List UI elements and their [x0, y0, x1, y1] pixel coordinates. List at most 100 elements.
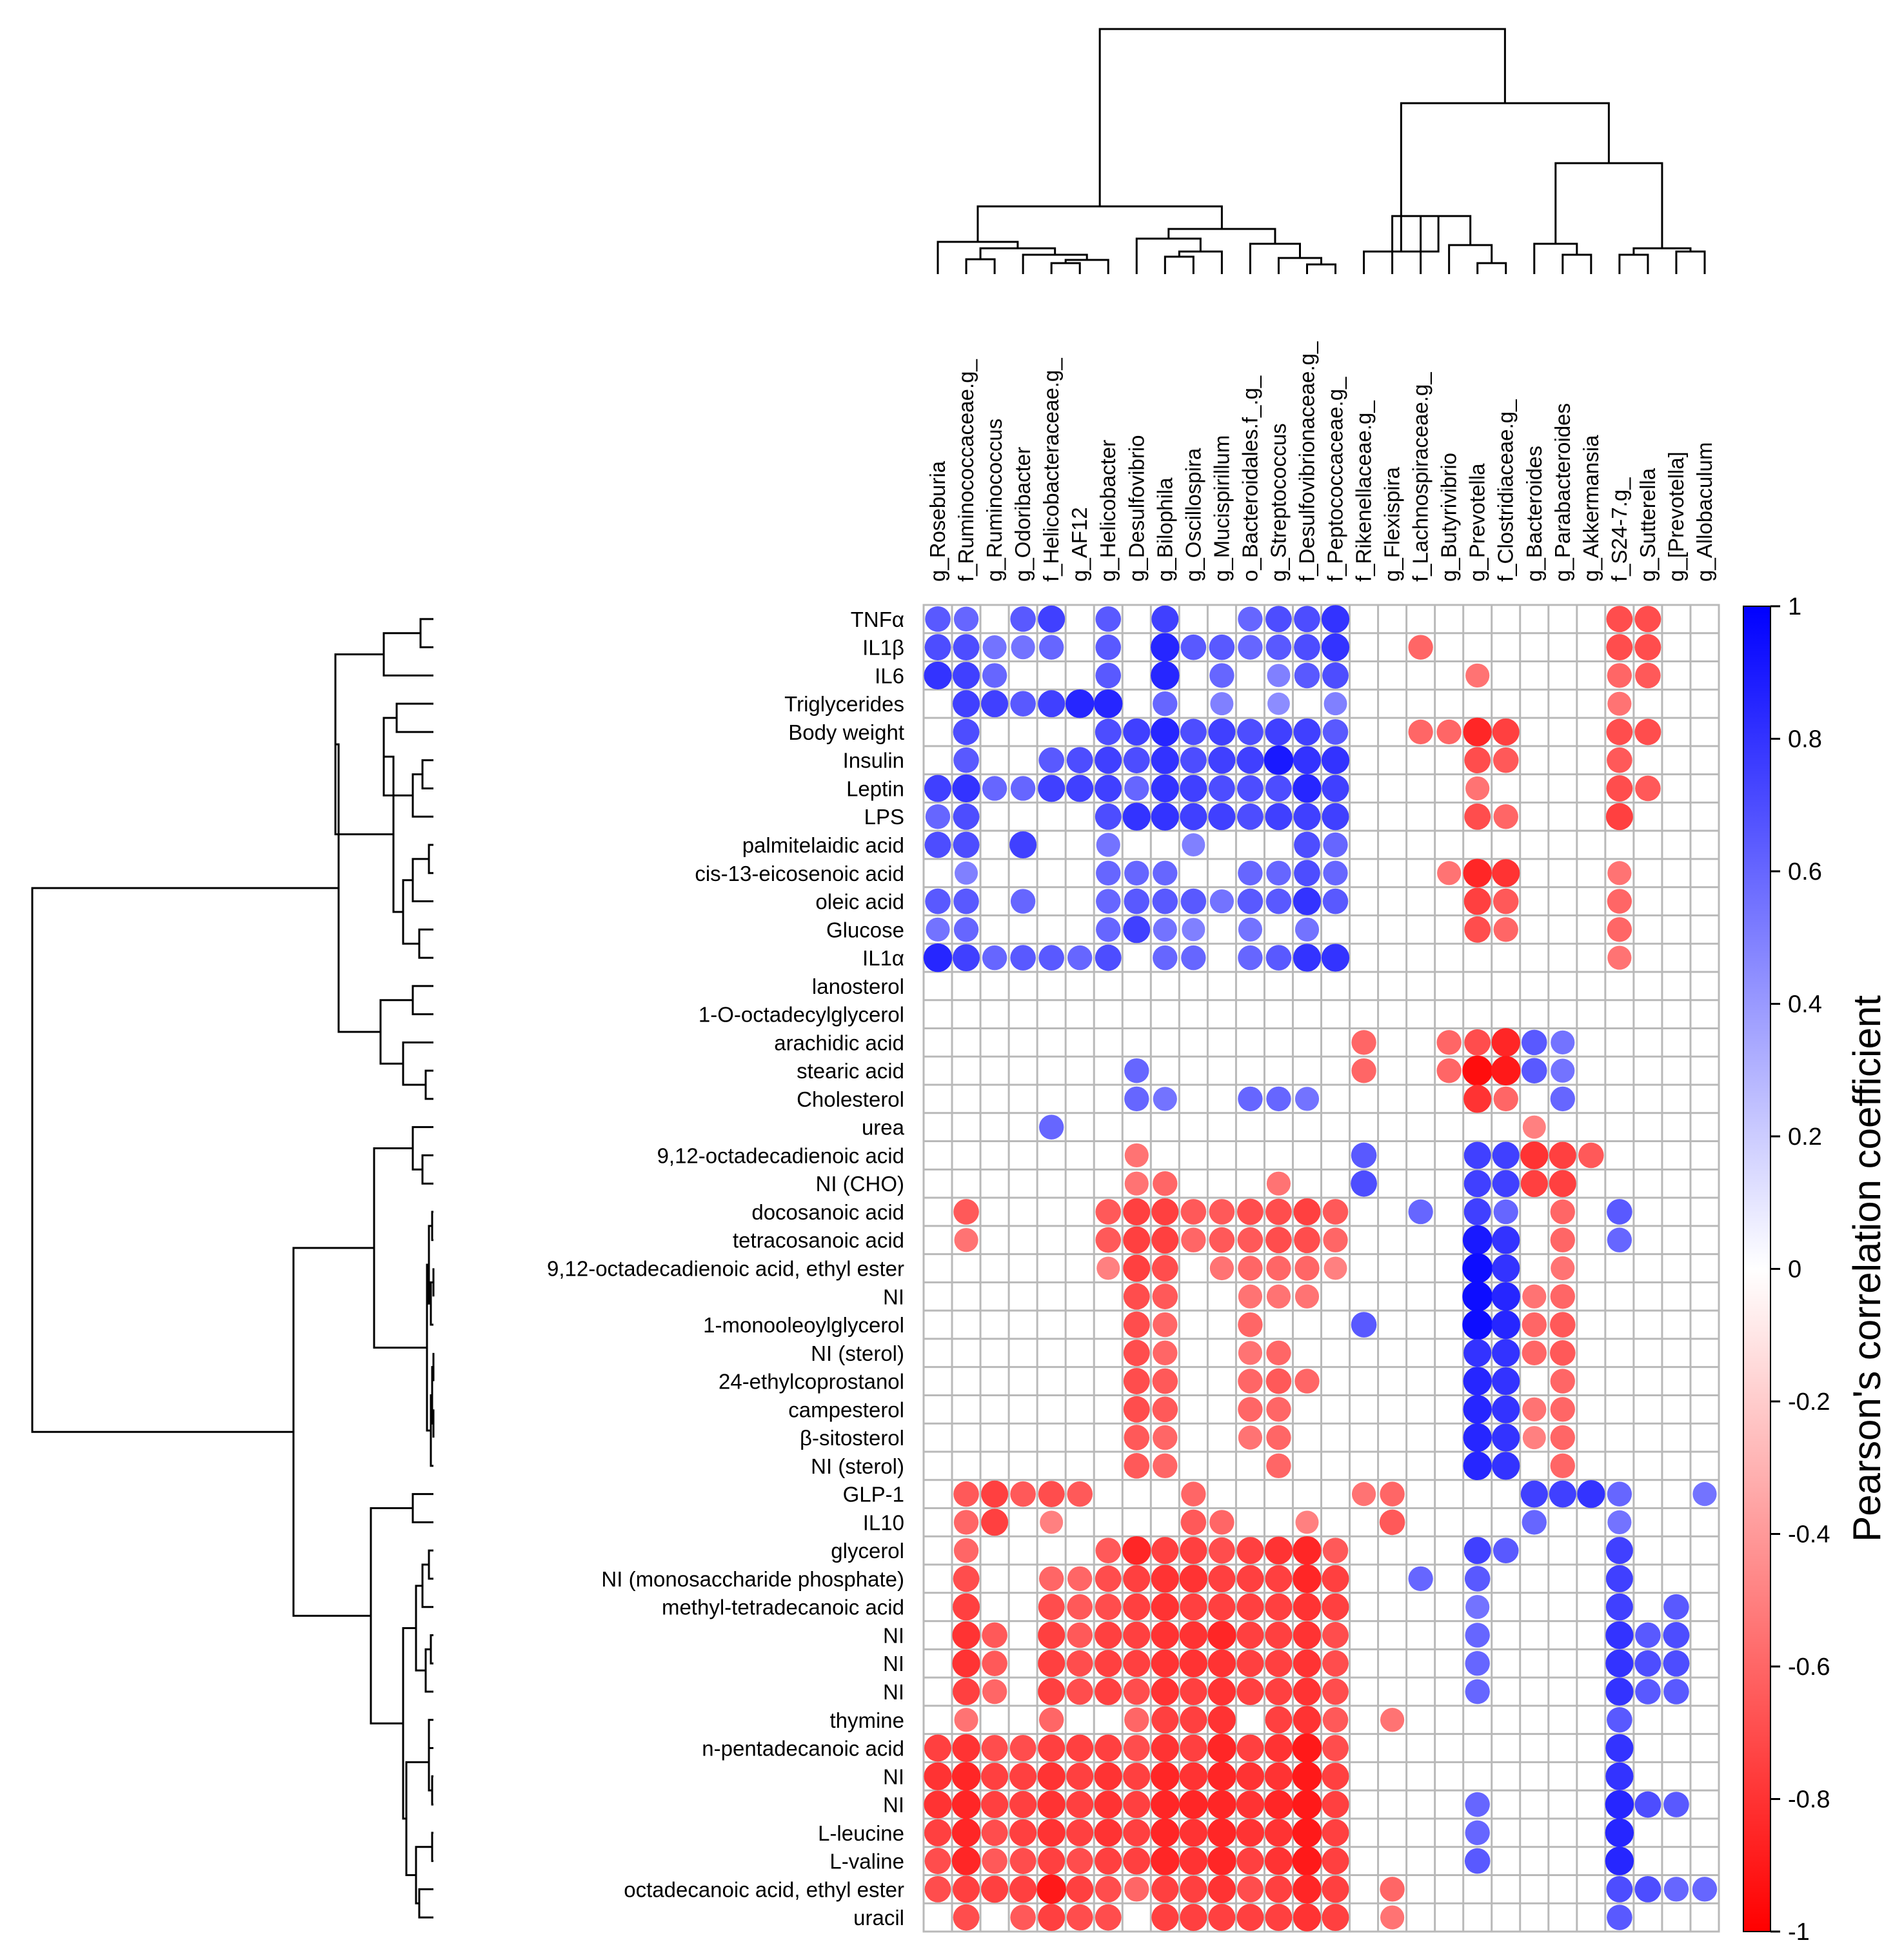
- correlation-dot: [1294, 634, 1320, 661]
- dendrogram-branch: [1022, 253, 1088, 274]
- correlation-dot: [1265, 1593, 1293, 1621]
- correlation-dot: [1292, 1761, 1322, 1792]
- correlation-dot: [1321, 944, 1350, 972]
- correlation-dot: [1408, 635, 1433, 660]
- correlation-dot: [1322, 1875, 1349, 1903]
- correlation-dot: [1237, 1227, 1264, 1253]
- correlation-dot: [1238, 945, 1263, 971]
- row-label: Insulin: [843, 749, 904, 773]
- correlation-dot: [953, 1904, 980, 1931]
- correlation-dot: [1153, 945, 1178, 971]
- correlation-dot: [1095, 944, 1122, 971]
- correlation-dot: [1294, 1369, 1320, 1394]
- correlation-dot: [1380, 1708, 1405, 1732]
- correlation-dot: [1153, 1425, 1178, 1450]
- correlation-dot: [1009, 1875, 1037, 1903]
- correlation-dot: [953, 803, 980, 830]
- column-label: g_Helicobacter: [1096, 440, 1120, 582]
- correlation-dot: [1122, 1536, 1151, 1565]
- column-label: g_Parabacteroides: [1551, 403, 1574, 582]
- correlation-dot: [1379, 1509, 1405, 1536]
- correlation-dot: [1123, 1735, 1150, 1761]
- dendrogram-branch: [402, 1041, 433, 1086]
- dendrogram-branch: [418, 1888, 433, 1919]
- correlation-dot: [1151, 1226, 1179, 1254]
- correlation-dot: [1465, 776, 1490, 801]
- correlation-dot: [1635, 662, 1661, 689]
- correlation-dot: [1180, 888, 1207, 915]
- correlation-dot: [1322, 1565, 1349, 1592]
- column-dendrogram: [937, 28, 1706, 274]
- correlation-dot: [1463, 717, 1492, 747]
- correlation-dot: [1151, 746, 1179, 775]
- correlation-dot: [1123, 1396, 1150, 1423]
- correlation-dot: [1123, 1311, 1150, 1338]
- row-label: tetracosanoic acid: [733, 1229, 904, 1252]
- dendrogram-branch: [421, 759, 433, 789]
- correlation-dot: [953, 690, 980, 718]
- correlation-dot: [953, 1538, 979, 1563]
- correlation-dot: [1322, 719, 1349, 745]
- correlation-dot: [1209, 1199, 1235, 1225]
- correlation-dot: [1492, 888, 1519, 915]
- correlation-dot: [1095, 1199, 1122, 1225]
- correlation-dot: [1095, 718, 1122, 746]
- correlation-dot: [1066, 1650, 1093, 1677]
- correlation-dot: [1123, 1198, 1151, 1225]
- correlation-dot: [1095, 1594, 1122, 1621]
- correlation-dot: [981, 1791, 1009, 1819]
- correlation-dot: [953, 1510, 979, 1535]
- correlation-dot: [1606, 718, 1633, 746]
- correlation-dot: [1236, 1537, 1264, 1565]
- correlation-dot: [1293, 1564, 1322, 1594]
- column-label: f_Desulfovibrionaceae.g_: [1294, 341, 1318, 582]
- dendrogram-branch: [424, 1648, 433, 1693]
- correlation-dot: [1209, 1227, 1235, 1253]
- row-label: NI (monosaccharide phosphate): [601, 1567, 904, 1591]
- correlation-dot: [1181, 1227, 1206, 1252]
- correlation-dot: [1151, 802, 1179, 831]
- row-dendrogram: [31, 618, 435, 1919]
- dendrogram-branch: [419, 618, 433, 649]
- correlation-dot: [924, 1848, 951, 1874]
- correlation-dot: [1124, 1707, 1149, 1732]
- correlation-dot: [1009, 831, 1037, 859]
- correlation-dot: [1605, 1734, 1634, 1763]
- correlation-dot: [924, 1762, 952, 1790]
- correlation-dot: [1237, 803, 1264, 830]
- row-label: uracil: [853, 1906, 904, 1930]
- correlation-dot: [1522, 1397, 1547, 1421]
- correlation-dot: [1180, 747, 1207, 774]
- correlation-dot: [1463, 1142, 1491, 1169]
- correlation-dot: [953, 944, 980, 972]
- correlation-dot: [1151, 1649, 1179, 1677]
- correlation-dot: [1578, 1142, 1604, 1169]
- correlation-dot: [1492, 1452, 1520, 1480]
- dendrogram-branch: [402, 879, 419, 945]
- column-label: g_Bacteroides: [1522, 446, 1546, 582]
- correlation-dot: [1520, 1141, 1549, 1170]
- correlation-dot: [982, 776, 1007, 801]
- correlation-dot: [1124, 860, 1149, 885]
- correlation-dot: [1606, 634, 1633, 661]
- dendrogram-branch: [31, 887, 339, 1433]
- correlation-dot: [1634, 1650, 1661, 1677]
- correlation-dot: [1124, 888, 1150, 915]
- correlation-dot: [1551, 1058, 1575, 1083]
- correlation-dot: [981, 690, 1009, 718]
- correlation-dot: [1293, 746, 1322, 775]
- column-label: g_Streptococcus: [1266, 423, 1290, 582]
- correlation-dot: [1550, 1425, 1576, 1450]
- correlation-dot: [1322, 1622, 1349, 1648]
- correlation-dot: [1322, 1904, 1349, 1932]
- correlation-dot: [1321, 605, 1350, 633]
- row-label: IL1β: [862, 636, 904, 660]
- correlation-dot: [1293, 1198, 1321, 1225]
- dendrogram-branch: [977, 205, 1223, 242]
- correlation-dot: [1038, 1904, 1066, 1932]
- correlation-dot: [1605, 1790, 1634, 1819]
- row-label: Cholesterol: [797, 1087, 904, 1111]
- correlation-dot: [1180, 718, 1207, 746]
- dendrogram-branch: [424, 1069, 433, 1100]
